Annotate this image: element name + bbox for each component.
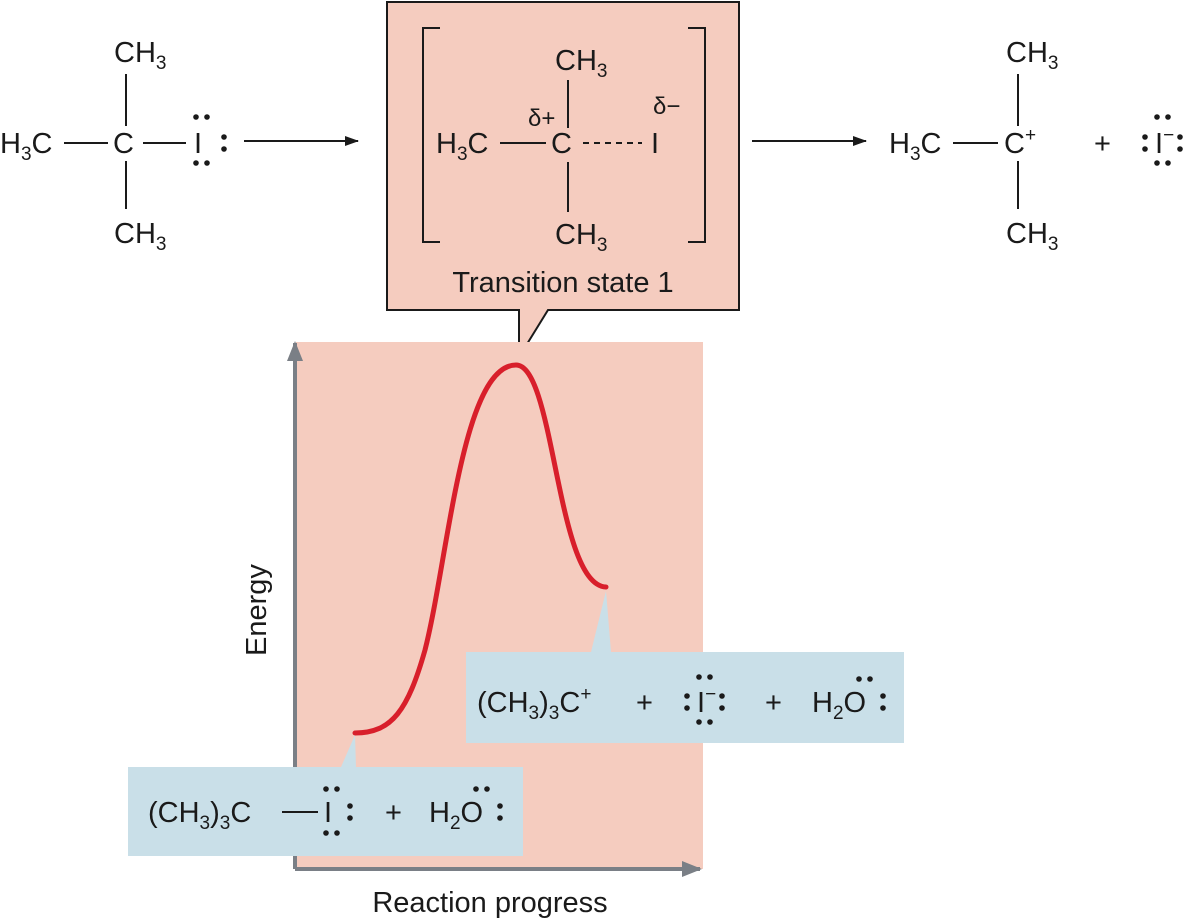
- transition-state-callout: CH3 δ+ H3C C I δ− CH3 Transition state 1: [386, 1, 740, 361]
- intermediate-iodide-lone-pairs: [684, 674, 725, 725]
- ts-methyl-top: CH3: [555, 45, 607, 82]
- product-carbocation: C+: [1004, 125, 1036, 160]
- ts-central-carbon: C: [551, 128, 572, 160]
- energy-curve: [352, 362, 609, 736]
- intermediate-energy-label: (CH3)3C+ + I− + H2O: [466, 591, 904, 743]
- intermediate-plus-sign-2: +: [765, 687, 782, 719]
- product-iodide: I−: [1155, 125, 1174, 160]
- reactants-energy-label: (CH3)3C I + H2O: [128, 735, 523, 856]
- reactant-iodine: I: [194, 128, 202, 160]
- reactant-central-carbon: C: [113, 128, 134, 160]
- intermediate-iodide: I−: [697, 684, 716, 719]
- reactant-iodine-lone-pairs: [193, 114, 227, 166]
- product-plus-sign: +: [1094, 128, 1111, 160]
- product-methyl-top: CH3: [1006, 37, 1058, 74]
- ts-delta-plus: δ+: [528, 105, 555, 132]
- product-methyl-bottom: CH3: [1006, 218, 1058, 255]
- intermediate-plus-sign-1: +: [636, 687, 653, 719]
- product-iodide-lone-pairs: [1142, 114, 1183, 166]
- reactant-structure: CH3 H3C C I CH3: [0, 37, 227, 255]
- reactants-iodine-lone-pairs: [323, 786, 353, 836]
- left-bracket: [422, 27, 440, 243]
- reactant-methyl-bottom: CH3: [114, 218, 166, 255]
- ts-iodine: I: [651, 128, 659, 160]
- reactant-methyl-top: CH3: [114, 37, 166, 74]
- reactant-methyl-left: H3C: [0, 128, 52, 165]
- ts-delta-minus: δ−: [653, 93, 680, 120]
- product-methyl-left: H3C: [889, 128, 941, 165]
- energy-axis-label: Energy: [241, 564, 273, 656]
- ts-methyl-left: H3C: [436, 128, 488, 165]
- right-bracket: [688, 27, 706, 243]
- ts-methyl-bottom: CH3: [555, 219, 607, 256]
- reactants-iodine: I: [324, 797, 332, 829]
- reactants-plus-sign: +: [385, 797, 402, 829]
- reactants-water-lone-pairs: [473, 786, 503, 821]
- transition-state-label: Transition state 1: [452, 267, 673, 299]
- intermediate-water-lone-pairs: [856, 676, 886, 711]
- product-structure: CH3 H3C C+ CH3 + I−: [889, 37, 1183, 255]
- reaction-progress-axis-label: Reaction progress: [372, 887, 607, 919]
